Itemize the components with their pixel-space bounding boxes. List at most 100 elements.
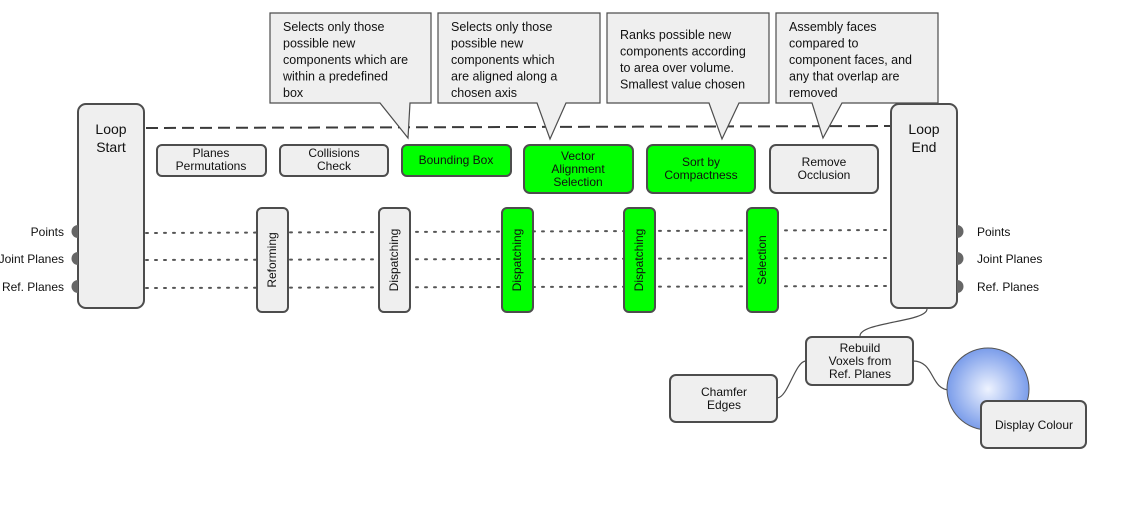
port-in-ref-planes[interactable]: [71, 280, 79, 293]
text-line: Edges: [707, 398, 741, 412]
text-line: Planes: [193, 146, 230, 160]
node-display-colour[interactable]: Display Colour: [980, 400, 1087, 449]
port-label-joint-planes-in: Joint Planes: [0, 252, 64, 266]
text-line: chosen axis: [451, 86, 517, 100]
text-line: are aligned along a: [451, 70, 557, 84]
text-line: any that overlap are: [789, 70, 900, 84]
text-line: Selection: [553, 175, 602, 189]
node-bounding-box[interactable]: Bounding Box: [401, 144, 512, 177]
callout-text: Ranks possible new components according to…: [620, 28, 746, 92]
node-label: Bounding Box: [419, 153, 494, 167]
text-line: Smallest value chosen: [620, 78, 745, 92]
text-line: compared to: [789, 37, 859, 51]
node-label: Dispatching: [387, 229, 401, 292]
text-line: possible new: [283, 37, 356, 51]
callout-remove-occlusion: Assembly faces compared to component faces…: [775, 12, 939, 140]
node-dispatching-2[interactable]: Dispatching: [501, 207, 534, 313]
callout-vector-alignment: Selects only those possible new components…: [437, 12, 601, 141]
port-label-points-in: Points: [31, 225, 64, 239]
text-line: Assembly faces: [789, 20, 877, 34]
text-line: Bounding Box: [419, 153, 494, 167]
edge-rebuild-to-chamfer: [776, 360, 807, 399]
text-line: Rebuild: [840, 341, 881, 355]
node-label: Dispatching: [510, 229, 524, 292]
node-selection[interactable]: Selection: [746, 207, 779, 313]
text-line: Collisions: [308, 146, 359, 160]
edge-loop-end-to-rebuild: [859, 308, 928, 337]
loop-end-ports: Points Joint Planes Ref. Planes: [957, 225, 1042, 294]
text-line: Alignment: [551, 162, 605, 176]
node-label: Reforming: [265, 232, 279, 287]
port-out-joint-planes[interactable]: [957, 252, 964, 265]
text-line: components according: [620, 45, 746, 59]
port-label-ref-planes-out: Ref. Planes: [977, 280, 1039, 294]
text-line: possible new: [451, 37, 524, 51]
text-line: Sort by: [682, 155, 720, 169]
text-line: to area over volume.: [620, 61, 734, 75]
text-line: Selects only those: [451, 20, 552, 34]
post-connectors: [776, 308, 951, 399]
port-out-points[interactable]: [957, 225, 964, 238]
callout-text: Assembly faces compared to component faces…: [789, 20, 912, 100]
node-label: Display Colour: [995, 418, 1073, 432]
text-line: Compactness: [664, 168, 737, 182]
text-line: Ranks possible new: [620, 28, 732, 42]
text-line: component faces, and: [789, 53, 912, 67]
text-line: components which: [451, 53, 555, 67]
text-line: Chamfer: [701, 385, 747, 399]
text-line: removed: [789, 86, 838, 100]
text-line: within a predefined: [282, 70, 388, 84]
text-line: Loop: [908, 121, 939, 137]
port-label-points-out: Points: [977, 225, 1010, 239]
callout-text: Selects only those possible new components…: [451, 20, 557, 100]
node-dispatching-3[interactable]: Dispatching: [623, 207, 656, 313]
loop-start-ports: Points Joint Planes Ref. Planes: [0, 225, 78, 294]
text-line: Ref. Planes: [829, 367, 891, 381]
port-label-ref-planes-in: Ref. Planes: [2, 280, 64, 294]
text-line: Start: [96, 139, 126, 155]
text-line: Display Colour: [995, 418, 1073, 432]
node-label: Selection: [755, 235, 769, 284]
text-line: Check: [317, 159, 352, 173]
text-line: Remove: [802, 155, 847, 169]
port-out-ref-planes[interactable]: [957, 280, 964, 293]
port-label-joint-planes-out: Joint Planes: [977, 252, 1042, 266]
text-line: Voxels from: [829, 354, 892, 368]
text-line: Vector: [561, 149, 595, 163]
node-dispatching-1[interactable]: Dispatching: [378, 207, 411, 313]
text-line: Loop: [95, 121, 126, 137]
port-in-joint-planes[interactable]: [71, 252, 79, 265]
text-line: Occlusion: [798, 168, 851, 182]
edge-rebuild-to-display: [912, 360, 951, 391]
loop-back-edge: [145, 125, 892, 129]
text-line: components which are: [283, 53, 408, 67]
node-reforming[interactable]: Reforming: [256, 207, 289, 313]
text-line: box: [283, 86, 304, 100]
node-label: Dispatching: [632, 229, 646, 292]
callout-sort-compactness: Ranks possible new components according to…: [606, 12, 770, 141]
text-line: Permutations: [176, 159, 247, 173]
text-line: End: [912, 139, 937, 155]
port-in-points[interactable]: [71, 225, 79, 238]
